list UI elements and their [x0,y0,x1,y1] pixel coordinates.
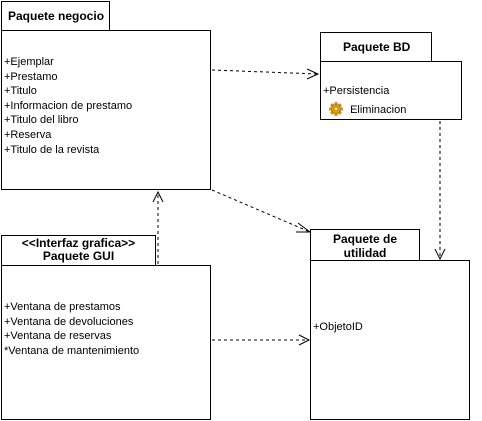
package-negocio-tab[interactable]: Paquete negocio [1,1,110,31]
negocio-item-titulo: +Titulo [4,85,37,98]
package-negocio-body[interactable]: +Ejemplar +Prestamo +Titulo +Informacion… [1,30,211,190]
arrowhead-utilidad-from-gui [298,334,311,346]
arrowhead-bd [306,68,320,80]
gui-item-ventana-reservas: +Ventana de reservas [4,330,112,343]
package-bd-body[interactable]: +Persistencia Eliminacion [320,61,462,120]
bd-item-eliminacion: Eliminacion [323,101,461,118]
package-utilidad-tab[interactable]: Paquete de utilidad [310,229,420,261]
gear-icon [329,101,343,116]
arrow-negocio-to-utilidad [211,189,311,233]
package-utilidad-body[interactable]: +ObjetoID [310,260,470,420]
arrowhead-negocio [152,190,164,203]
package-bd-title: Paquete BD [343,40,411,54]
arrowhead-utilidad-from-negocio [296,222,312,233]
package-gui-stereotype: <<Interfaz grafica>> [21,236,136,250]
utilidad-item-objetoid: +ObjetoID [313,321,363,333]
negocio-item-prestamo: +Prestamo [4,70,58,83]
package-gui-tab[interactable]: <<Interfaz grafica>> Paquete GUI [1,235,156,266]
arrowhead-utilidad-from-bd [434,248,446,261]
package-negocio-title: Paquete negocio [8,9,105,23]
negocio-item-titulo-libro: +Titulo del libro [4,114,79,127]
gui-item-ventana-mantenimiento: *Ventana de mantenimiento [4,344,140,357]
bd-item-persistencia: +Persistencia [323,85,390,97]
package-utilidad-title-line2: utilidad [343,246,387,260]
negocio-item-reserva: +Reserva [4,128,52,141]
gui-item-ventana-prestamos: +Ventana de prestamos [4,301,121,313]
package-gui-title: Paquete GUI [42,249,115,263]
package-utilidad-title-line1: Paquete de [332,232,398,246]
negocio-item-ejemplar: +Ejemplar [4,56,54,68]
package-bd-tab[interactable]: Paquete BD [320,32,432,62]
package-gui-body[interactable]: +Ventana de prestamos +Ventana de devolu… [1,265,211,420]
bd-item-eliminacion-label: Eliminacion [350,103,407,116]
negocio-item-informacion-prestamo: +Informacion de prestamo [4,99,133,112]
arrow-negocio-to-bd [211,69,319,75]
gui-item-ventana-devoluciones: +Ventana de devoluciones [4,315,134,328]
negocio-item-titulo-revista: +Titulo de la revista [4,143,100,156]
